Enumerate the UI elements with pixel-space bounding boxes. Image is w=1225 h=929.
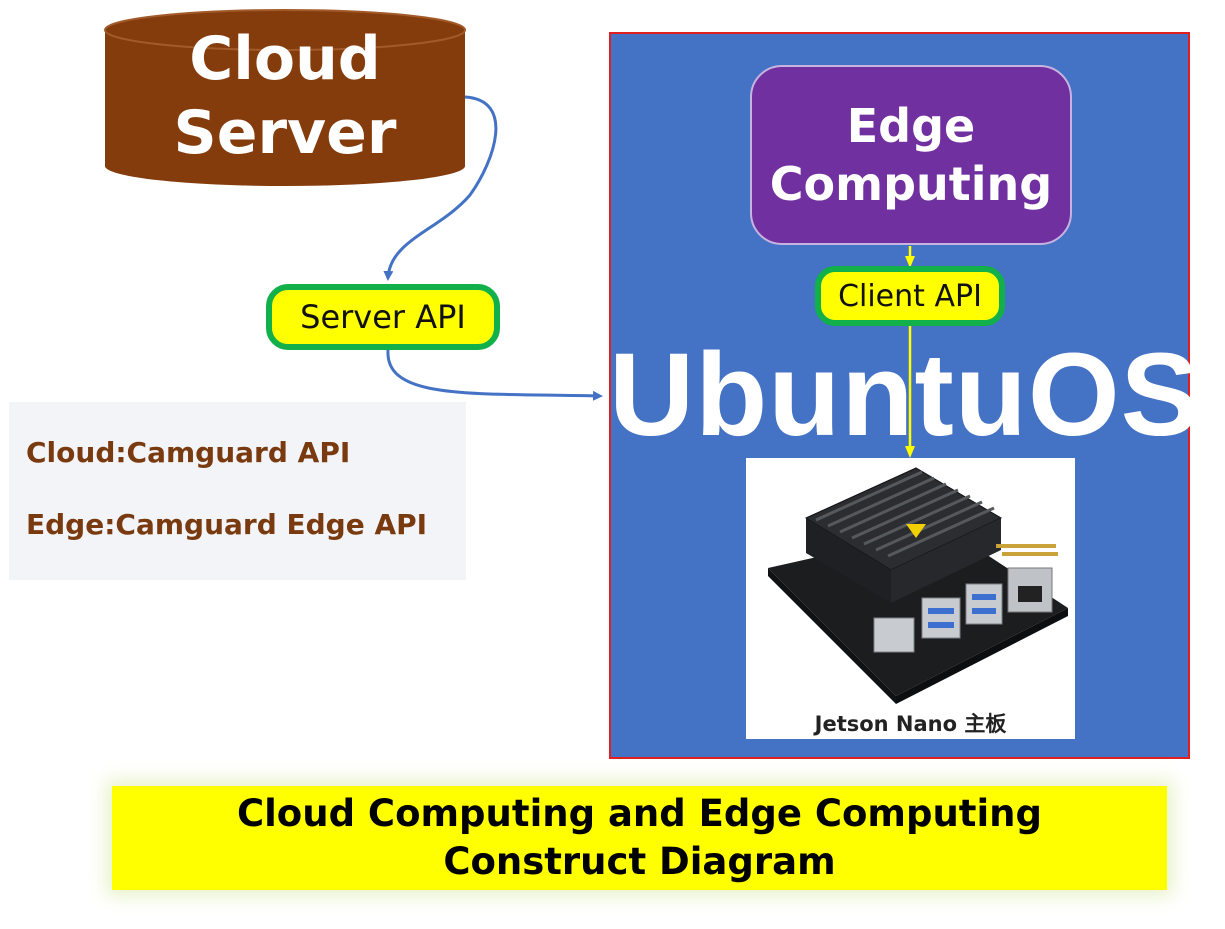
cloud-to-server-api-connector (383, 95, 498, 281)
board-caption: Jetson Nano 主板 (814, 712, 1007, 736)
edge-computing-node: Edge Computing (750, 65, 1072, 245)
ubuntu-os-label: UbuntuOS (609, 329, 1201, 461)
edge-api-text: Edge:Camguard Edge API (26, 508, 428, 541)
cloud-server-line-2: Server (173, 98, 397, 168)
banner-line-1: Cloud Computing and Edge Computing (236, 792, 1043, 835)
cloud-server-cylinder (104, 9, 466, 186)
edge-computing-line-1: Edge (846, 99, 976, 153)
api-list-box (9, 402, 466, 580)
banner-line-2: Construct Diagram (443, 840, 836, 883)
cloud-server-line-1: Cloud (189, 24, 381, 94)
server-api-node: Server API (266, 284, 500, 350)
board-illustration (768, 467, 1068, 704)
server-api-label: Server API (300, 298, 466, 336)
cloud-api-text: Cloud:Camguard API (26, 436, 351, 469)
client-api-label: Client API (838, 278, 982, 314)
client-api-node: Client API (815, 266, 1005, 326)
cloud-server-label: Cloud Server (105, 22, 465, 170)
server-api-to-edge-connector (386, 349, 603, 401)
diagram-title-banner: Cloud Computing and Edge Computing Const… (112, 786, 1167, 890)
edge-computing-line-2: Computing (769, 157, 1053, 211)
jetson-nano-board-image (746, 458, 1075, 739)
